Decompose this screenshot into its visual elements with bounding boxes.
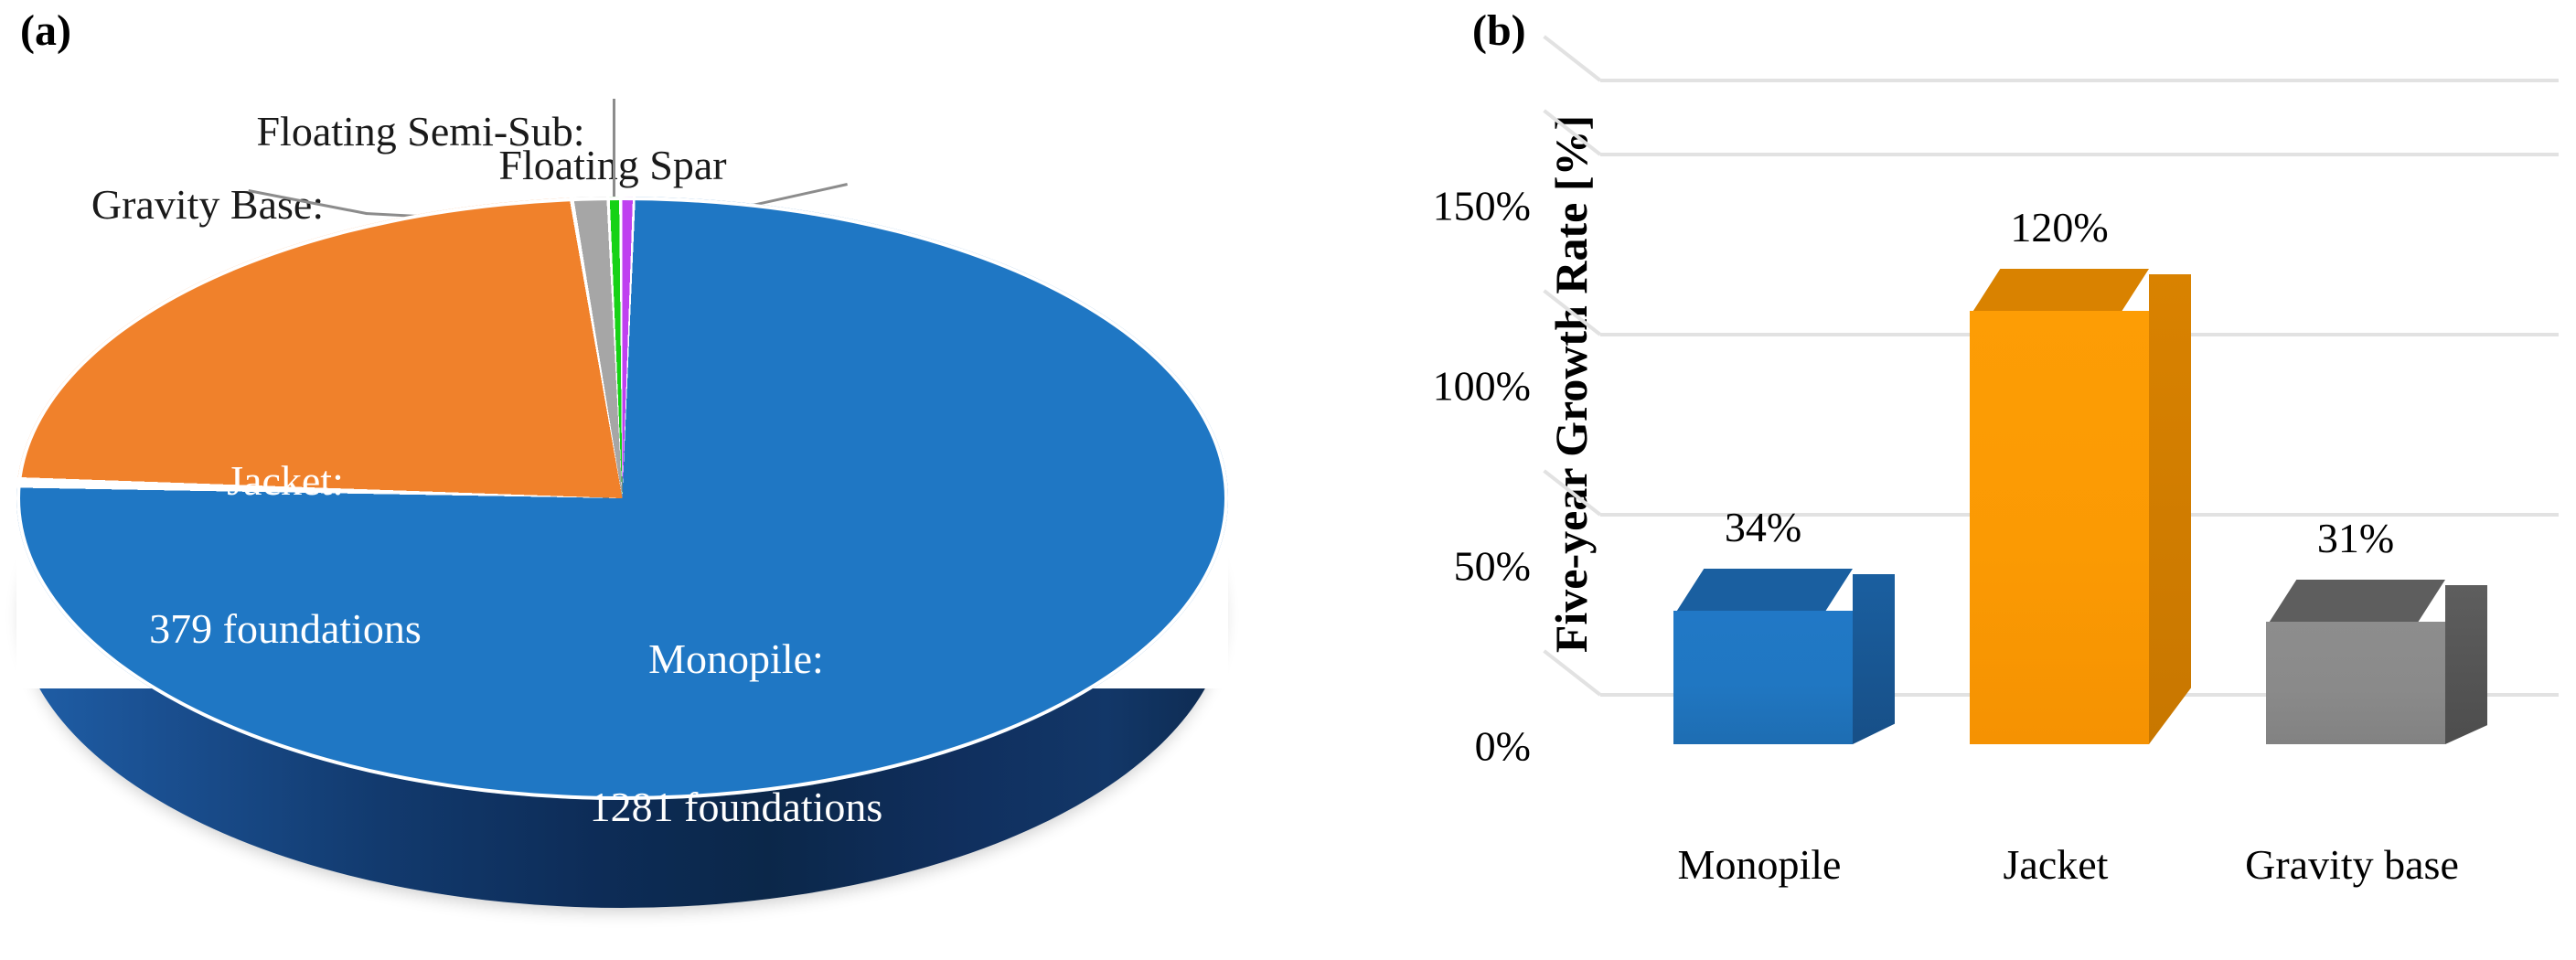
bar-plot-area: 150% 100% 50% 0% 34% 12 bbox=[1433, 35, 2559, 888]
category-label-monopile: Monopile foundation bbox=[1622, 739, 1897, 960]
pie-label-jacket-line1: Jacket: bbox=[227, 456, 344, 504]
gridline-top-kick bbox=[1543, 35, 1602, 82]
ytick-150: 150% bbox=[1432, 182, 1531, 229]
category-label-gravity-base: Gravity base foundation bbox=[2215, 739, 2489, 960]
callout-gravity-base-line1: Gravity Base: bbox=[91, 180, 325, 228]
bar-jacket-front-face bbox=[1970, 311, 2149, 744]
bar-monopile-top-face bbox=[1673, 569, 1853, 616]
ytick-50: 50% bbox=[1453, 542, 1531, 590]
pie-label-monopile-line1: Monopile: bbox=[648, 635, 824, 682]
leader-line-floating-semi-sub bbox=[613, 99, 615, 229]
gridline-50-kick bbox=[1543, 469, 1602, 517]
gridline-100-kick bbox=[1543, 289, 1602, 336]
pie-top-face bbox=[16, 197, 1228, 800]
bar-gravity-base[interactable]: 31% bbox=[2266, 515, 2487, 744]
pie-label-jacket: Jacket: 379 foundations bbox=[93, 357, 477, 753]
pie-3d: Jacket: 379 foundations Monopile: 1281 f… bbox=[9, 197, 1262, 928]
bar-jacket-top-face bbox=[1970, 269, 2149, 316]
bar-jacket[interactable]: 120% bbox=[1970, 204, 2191, 744]
bar-jacket-side-face bbox=[2149, 274, 2191, 744]
gridline-150 bbox=[1600, 153, 2559, 156]
bar-monopile-side-face bbox=[1853, 574, 1895, 744]
bar-monopile-front-face bbox=[1673, 611, 1853, 744]
category-label-gravity-base-line1: Gravity base bbox=[2245, 841, 2459, 889]
panel-a-tag: (a) bbox=[20, 6, 71, 55]
gridline-top bbox=[1600, 79, 2559, 82]
panel-a-pie-chart: (a) Floating Semi-Sub: 9 foundations Gra… bbox=[9, 6, 1262, 928]
pie-label-monopile: Monopile: 1281 foundations bbox=[521, 535, 951, 932]
bar-monopile-value: 34% bbox=[1724, 504, 1802, 550]
category-label-jacket: Jacket foundation bbox=[1919, 739, 2193, 960]
category-label-monopile-line1: Monopile bbox=[1677, 841, 1842, 889]
panel-b-bar-chart: (b) Five-year Growth Rate [%] 150% 100% … bbox=[1308, 0, 2576, 960]
pie-label-jacket-line2: 379 foundations bbox=[149, 605, 422, 653]
gridline-0-kick bbox=[1543, 649, 1602, 697]
bar-gravity-base-front-face bbox=[2266, 622, 2445, 744]
bar-gravity-base-side-face bbox=[2445, 585, 2487, 744]
bar-jacket-value: 120% bbox=[2010, 204, 2109, 251]
callout-floating-spar-line1: Floating Spar bbox=[498, 141, 727, 188]
bar-gravity-base-value: 31% bbox=[2316, 515, 2395, 561]
callout-floating-semi-sub-line1: Floating Semi-Sub: bbox=[256, 107, 585, 155]
panel-b-tag: (b) bbox=[1472, 6, 1526, 55]
bar-gravity-base-top-face bbox=[2266, 580, 2445, 627]
ytick-0: 0% bbox=[1474, 722, 1531, 770]
ytick-100: 100% bbox=[1432, 362, 1531, 410]
category-label-jacket-line1: Jacket bbox=[2003, 841, 2109, 889]
gridline-150-kick bbox=[1543, 109, 1602, 156]
bar-monopile[interactable]: 34% bbox=[1673, 504, 1895, 744]
pie-label-monopile-line2: 1281 foundations bbox=[589, 784, 883, 831]
